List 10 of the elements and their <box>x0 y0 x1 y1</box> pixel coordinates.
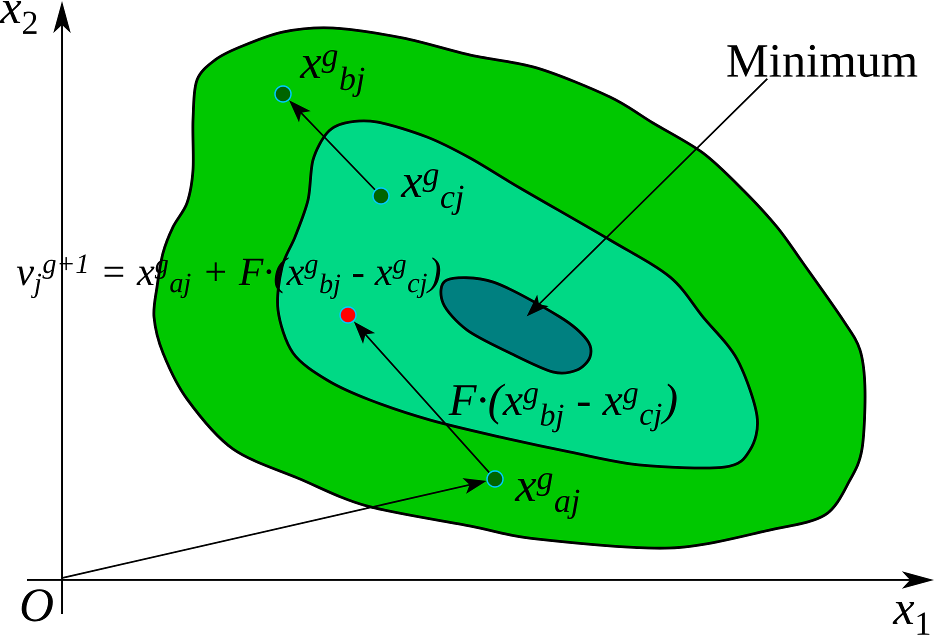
point-label: x$^{g}$cj <box>400 169 464 215</box>
point-label: x$^{g}$aj <box>514 473 580 519</box>
point-dot <box>339 306 357 324</box>
point-label: x$^{g}$bj <box>300 50 364 98</box>
edge-label: F·(x$^{g}$$_{bj}$ - x$^{g}$$_{cj}$) <box>448 384 677 432</box>
axis-label: x$_{1}$ <box>892 602 930 635</box>
contour-region <box>440 276 592 375</box>
origin-label: O <box>22 589 53 622</box>
callout-label: Minimum <box>727 44 918 78</box>
axis-label: x$_{2}$ <box>0 0 37 34</box>
